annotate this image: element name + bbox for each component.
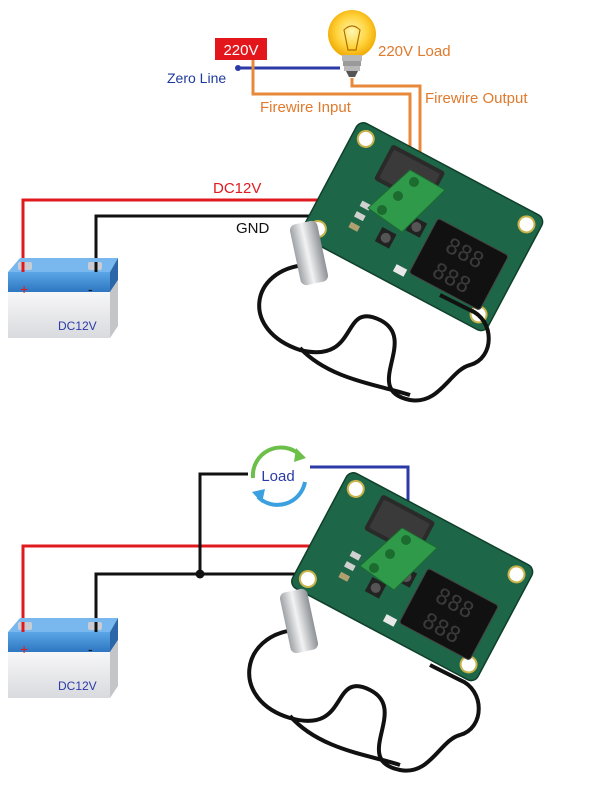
bottom-red-wire — [21, 544, 390, 628]
bottom-black-wire — [94, 572, 390, 628]
battery-voltage-label: DC12V — [58, 319, 97, 333]
top-firewire-output-wire — [350, 78, 422, 172]
firewire-input-label: Firewire Input — [260, 99, 352, 116]
load-220v-label: 220V Load — [378, 43, 451, 60]
thermostat-board-bottom — [287, 469, 537, 685]
voltage-220v-label: 220V — [223, 42, 258, 59]
terminal-block-bottom — [359, 527, 438, 591]
load-cycle-icon — [250, 445, 307, 507]
thermostat-board — [297, 119, 547, 335]
bottom-load-black-wire — [198, 472, 248, 574]
battery-plus-label-bottom: + — [20, 641, 28, 657]
load-label: Load — [261, 468, 294, 485]
top-diagram: 220V Zero Line 220V Load Firewire Input … — [8, 10, 547, 403]
terminal-block — [367, 169, 446, 233]
light-bulb-icon — [328, 10, 376, 77]
battery-minus-label-bottom: - — [88, 641, 93, 657]
gnd-wire-label: GND — [236, 220, 270, 237]
battery-voltage-label-bottom: DC12V — [58, 679, 97, 693]
dc12v-wire-label: DC12V — [213, 180, 261, 197]
battery-bottom: + - DC12V — [8, 618, 118, 698]
battery-minus-label: - — [88, 281, 93, 297]
top-black-wire — [94, 214, 390, 268]
voltage-220v-box: 220V — [215, 38, 267, 60]
zero-line-label: Zero Line — [167, 70, 226, 86]
temperature-probe — [257, 220, 491, 403]
bottom-diagram: Load + - DC12V — [8, 445, 537, 773]
battery-top: + - DC12V — [8, 258, 118, 338]
top-firewire-input-wire — [251, 55, 412, 178]
firewire-output-label: Firewire Output — [425, 90, 528, 107]
battery-plus-label: + — [20, 281, 28, 297]
temperature-probe-bottom — [247, 588, 481, 773]
